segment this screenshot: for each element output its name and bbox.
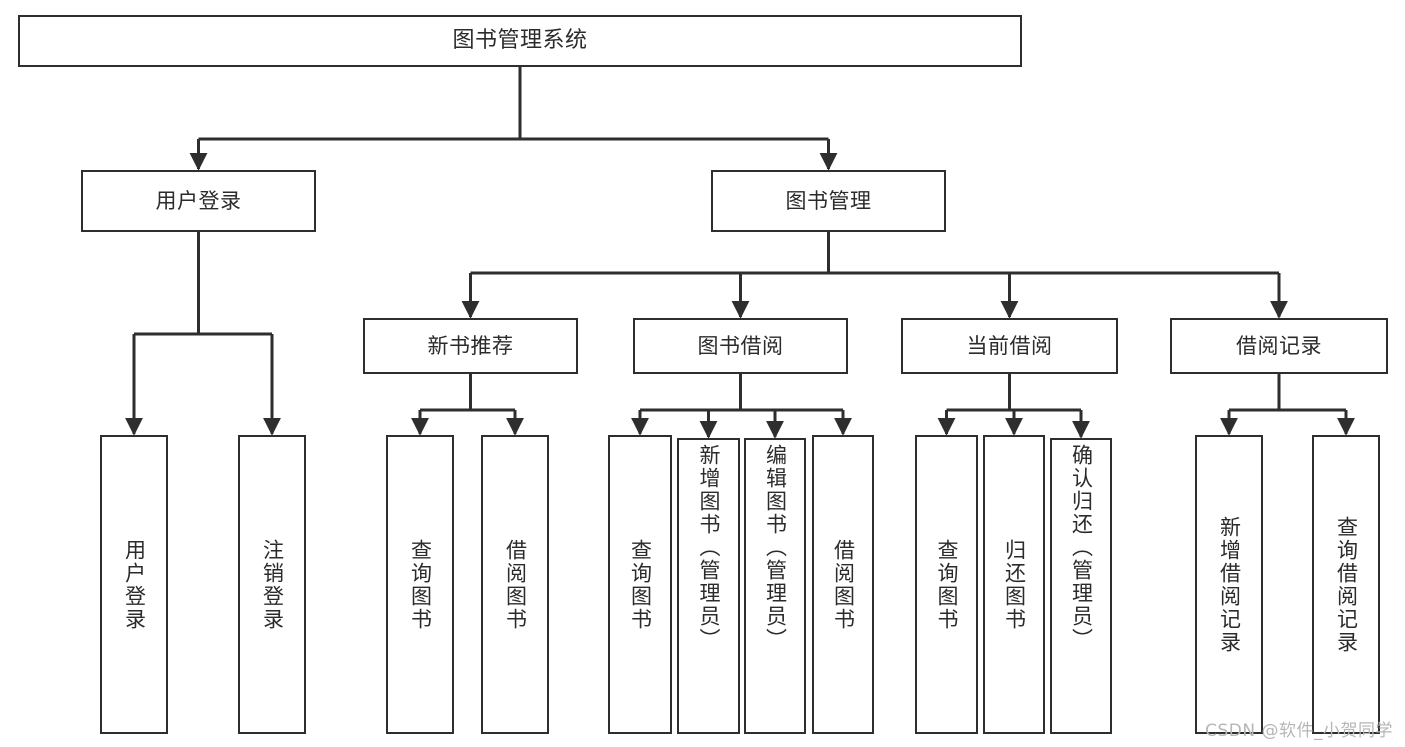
node-leaf-query-book-1[interactable]: 查询图书 — [386, 435, 454, 734]
node-leaf-return-book[interactable]: 归还图书 — [983, 435, 1045, 734]
node-label-leaf-query-book-3: 查询图书 — [935, 538, 959, 631]
node-label-leaf-query-log: 查询借阅记录 — [1334, 515, 1359, 654]
node-label-leaf-edit-book: 编辑图书（管理员） — [763, 444, 788, 651]
node-leaf-logout[interactable]: 注销登录 — [238, 435, 306, 734]
node-label-cur-borrow: 当前借阅 — [966, 333, 1053, 358]
node-user-login[interactable]: 用户登录 — [81, 170, 316, 232]
node-label-leaf-borrow-book-2: 借阅图书 — [831, 538, 856, 631]
node-leaf-query-book-3[interactable]: 查询图书 — [915, 435, 978, 734]
node-label-user-login: 用户登录 — [155, 188, 242, 213]
node-label-book-borrow: 图书借阅 — [697, 333, 784, 358]
node-label-leaf-query-book-2: 查询图书 — [628, 538, 653, 631]
node-borrow-log[interactable]: 借阅记录 — [1170, 318, 1388, 374]
node-label-leaf-borrow-book-1: 借阅图书 — [503, 538, 528, 631]
node-new-book-rec[interactable]: 新书推荐 — [363, 318, 578, 374]
node-label-new-book-rec: 新书推荐 — [427, 333, 514, 358]
node-label-leaf-user-login: 用户登录 — [122, 538, 147, 631]
node-label-leaf-add-book: 新增图书（管理员） — [697, 444, 721, 651]
node-leaf-borrow-book-1[interactable]: 借阅图书 — [481, 435, 549, 734]
node-leaf-add-book[interactable]: 新增图书（管理员） — [677, 438, 740, 734]
node-leaf-edit-book[interactable]: 编辑图书（管理员） — [744, 438, 806, 734]
node-book-manage[interactable]: 图书管理 — [711, 170, 946, 232]
node-label-leaf-query-book-1: 查询图书 — [408, 538, 433, 631]
node-leaf-user-login[interactable]: 用户登录 — [100, 435, 168, 734]
node-leaf-confirm-ret[interactable]: 确认归还（管理员） — [1050, 438, 1112, 734]
node-cur-borrow[interactable]: 当前借阅 — [901, 318, 1118, 374]
watermark: CSDN @软件_小贺同学 — [1205, 721, 1393, 741]
node-root[interactable]: 图书管理系统 — [18, 15, 1022, 67]
node-leaf-add-log[interactable]: 新增借阅记录 — [1195, 435, 1263, 734]
node-leaf-borrow-book-2[interactable]: 借阅图书 — [812, 435, 874, 734]
node-label-borrow-log: 借阅记录 — [1236, 333, 1322, 358]
node-leaf-query-log[interactable]: 查询借阅记录 — [1312, 435, 1380, 734]
node-label-leaf-logout: 注销登录 — [260, 538, 285, 631]
node-label-leaf-add-log: 新增借阅记录 — [1217, 515, 1242, 654]
node-label-leaf-return-book: 归还图书 — [1002, 538, 1027, 631]
node-label-book-manage: 图书管理 — [785, 188, 872, 213]
node-leaf-query-book-2[interactable]: 查询图书 — [608, 435, 672, 734]
node-label-root: 图书管理系统 — [452, 28, 588, 54]
node-label-leaf-confirm-ret: 确认归还（管理员） — [1069, 444, 1094, 651]
node-book-borrow[interactable]: 图书借阅 — [633, 318, 848, 374]
